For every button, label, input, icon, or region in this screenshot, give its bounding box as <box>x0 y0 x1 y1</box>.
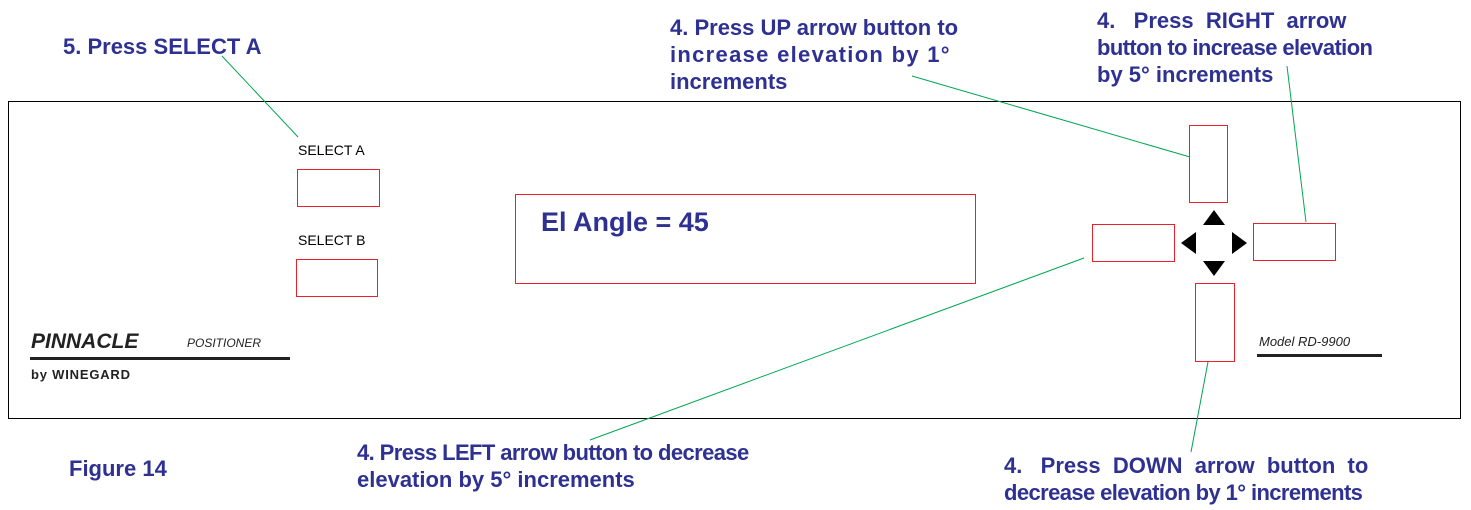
callout-up-line-2: increase elevation by 1° <box>670 42 951 67</box>
callout-up-line-3: increments <box>670 69 788 94</box>
positioner-panel: SELECT A SELECT B El Angle = 45 PINNACLE… <box>8 101 1461 419</box>
display-text: El Angle = 45 <box>541 207 709 237</box>
callout-down-arrow: 4. Press DOWN arrow button to decrease e… <box>1004 452 1464 506</box>
direction-pad <box>1181 210 1247 276</box>
select-a-label: SELECT A <box>298 142 365 158</box>
brand-maker: by WINEGARD <box>31 367 131 382</box>
model-label: Model RD-9900 <box>1259 334 1351 349</box>
callout-left-arrow: 4. Press LEFT arrow button to decrease e… <box>357 439 857 493</box>
elevation-display: El Angle = 45 <box>515 194 976 284</box>
select-a-button[interactable] <box>297 169 380 207</box>
leader-down <box>1190 361 1209 453</box>
callout-up-line-1: 4. Press UP arrow button to <box>670 15 959 40</box>
leader-select-a <box>221 55 299 138</box>
select-b-label: SELECT B <box>298 232 366 248</box>
callout-left-line-1: 4. Press LEFT arrow button to decrease <box>357 440 749 465</box>
leader-right <box>1286 65 1307 223</box>
brand-subtitle: POSITIONER <box>187 336 262 350</box>
callout-down-line-1: 4. Press DOWN arrow button to <box>1004 453 1369 478</box>
left-arrow-icon <box>1181 232 1196 254</box>
figure-label: Figure 14 <box>69 456 167 481</box>
callout-right-arrow: 4. Press RIGHT arrow button to increase … <box>1097 7 1447 88</box>
right-arrow-icon <box>1232 232 1247 254</box>
callout-down-line-2: decrease elevation by 1° increments <box>1004 480 1363 505</box>
callout-right-line-1: 4. Press RIGHT arrow <box>1097 8 1347 33</box>
brand-name: PINNACLE <box>31 330 139 353</box>
leader-left <box>589 257 1085 441</box>
callout-right-line-2: button to increase elevation <box>1097 35 1373 60</box>
up-arrow-button[interactable] <box>1189 125 1228 203</box>
leader-up <box>911 75 1191 158</box>
model-underline <box>1257 354 1382 357</box>
callout-left-line-2: elevation by 5° increments <box>357 467 635 492</box>
up-arrow-icon <box>1203 210 1225 225</box>
brand-underline <box>30 357 290 360</box>
callout-select-a: 5. Press SELECT A <box>63 34 262 59</box>
right-arrow-button[interactable] <box>1253 223 1336 261</box>
callout-right-line-3: by 5° increments <box>1097 62 1274 87</box>
select-b-button[interactable] <box>296 259 378 297</box>
down-arrow-button[interactable] <box>1195 283 1235 362</box>
callout-up-arrow: 4. Press UP arrow button to increase ele… <box>670 14 1030 95</box>
down-arrow-icon <box>1203 261 1225 276</box>
left-arrow-button[interactable] <box>1092 224 1175 262</box>
